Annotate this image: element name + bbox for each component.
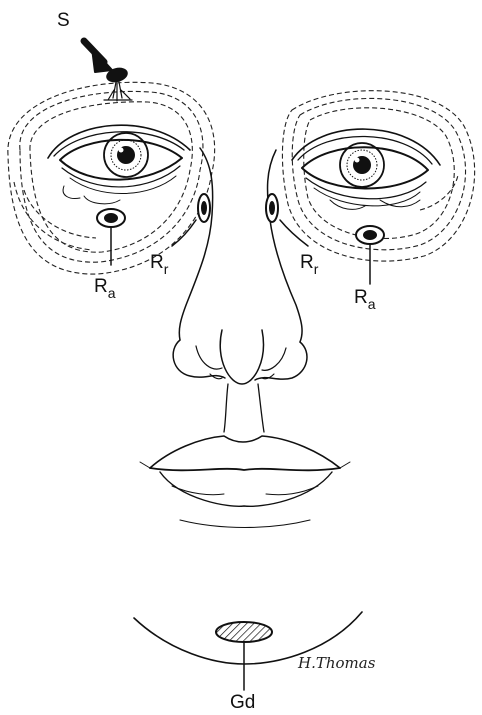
eye-right <box>292 129 440 209</box>
ra-point-right-marker <box>356 226 384 284</box>
ra-point-left-marker <box>97 209 125 265</box>
label-ra-right: Ra <box>354 287 376 312</box>
label-gd: Gd <box>230 692 255 713</box>
artist-signature: H.Thomas <box>297 654 376 672</box>
label-ra-left: Ra <box>94 276 116 301</box>
label-rr-left: Rr <box>150 252 169 277</box>
nose <box>173 148 307 384</box>
arrow-icon <box>84 41 112 72</box>
mouth <box>140 384 350 528</box>
eye-left <box>48 125 190 204</box>
gd-point-marker <box>216 622 272 690</box>
label-rr-right: Rr <box>300 252 319 277</box>
label-s: S <box>57 10 70 31</box>
